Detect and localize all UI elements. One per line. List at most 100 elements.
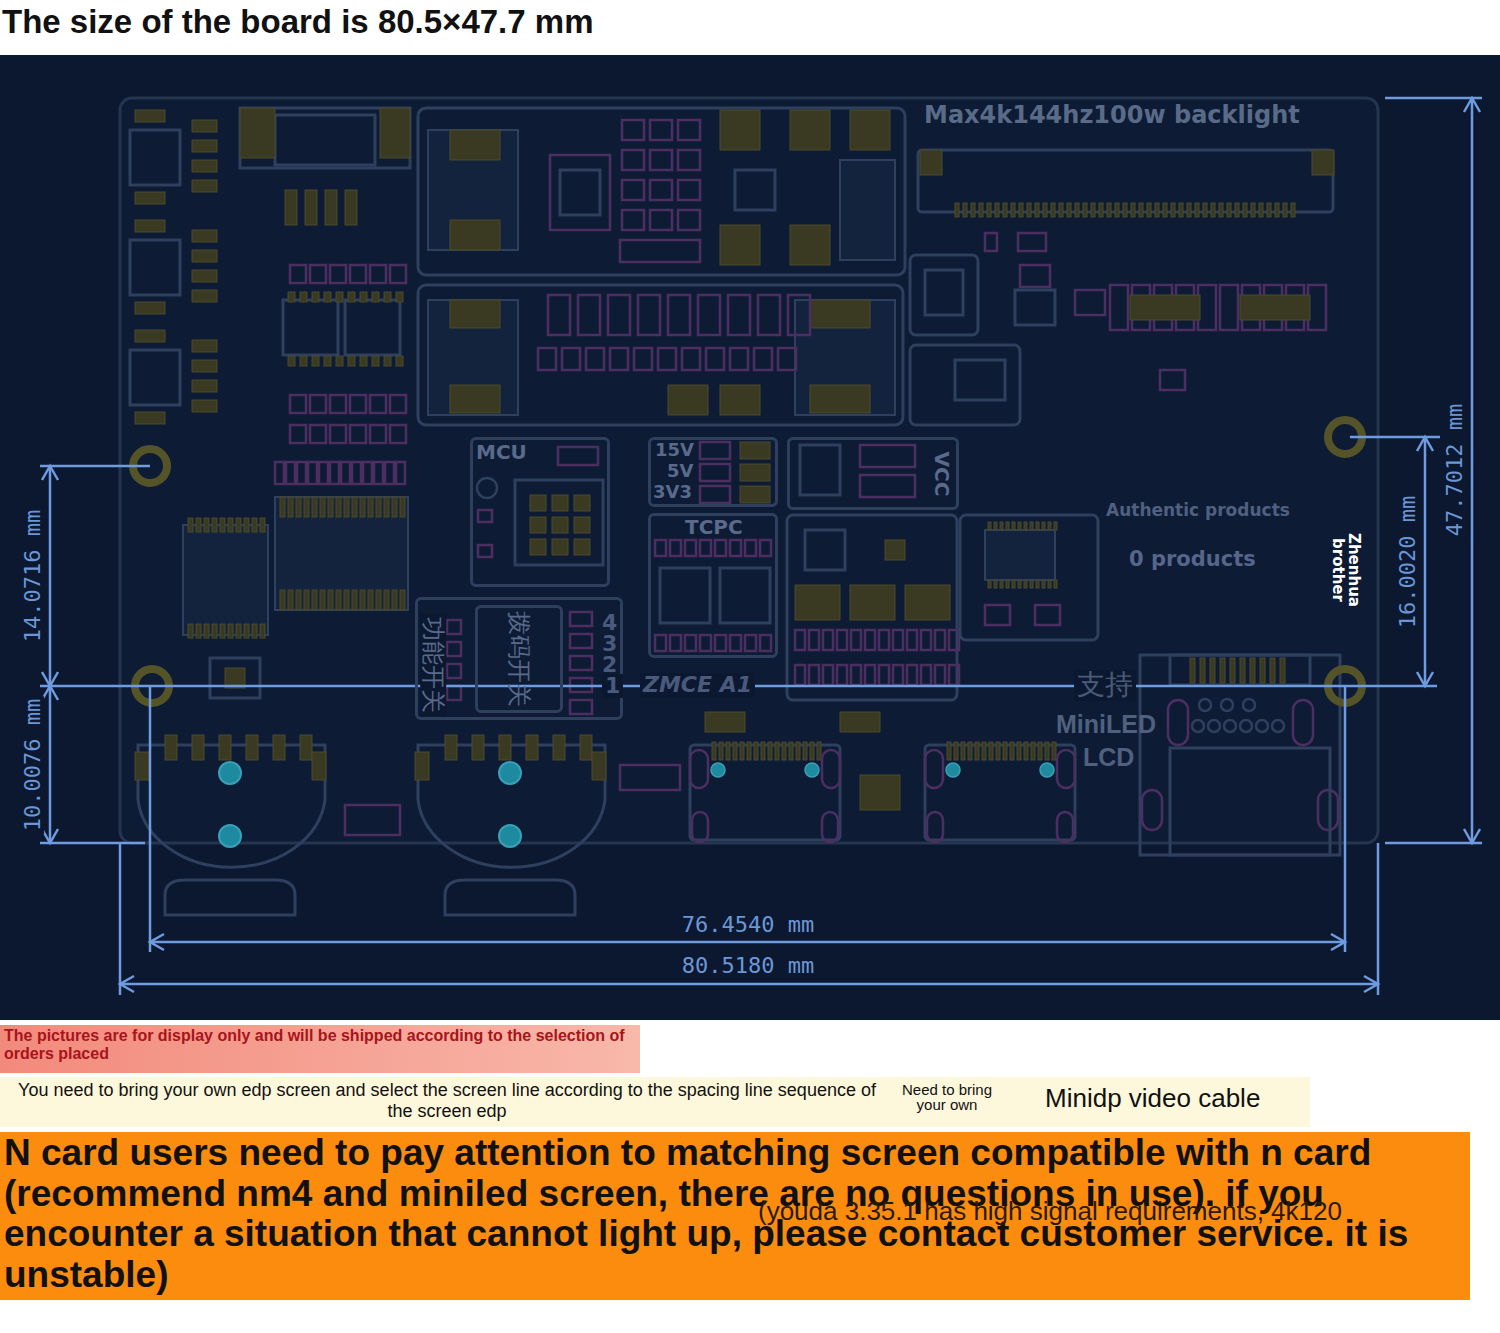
dimension-label: 80.5180 mm	[679, 955, 817, 977]
copper-pad	[1036, 522, 1039, 530]
component-pad	[925, 750, 943, 788]
copper-pad	[552, 539, 568, 555]
copper-pad	[380, 108, 410, 158]
page-title: The size of the board is 80.5×47.7 mm	[2, 4, 593, 40]
copper-pad	[1038, 742, 1042, 760]
copper-pad	[840, 712, 880, 732]
copper-pad	[450, 385, 500, 413]
component-pad	[921, 665, 931, 685]
component-pad	[865, 665, 875, 685]
component-body	[183, 525, 268, 635]
copper-pad	[192, 250, 217, 262]
silkscreen-outline	[130, 130, 180, 185]
component-pad	[935, 665, 945, 685]
extension-line	[1385, 97, 1482, 100]
component-pad	[447, 686, 461, 700]
copper-pad	[400, 590, 405, 610]
copper-pad	[312, 590, 317, 610]
copper-pad	[1012, 580, 1015, 588]
rail-label: 3V3	[653, 482, 692, 502]
copper-pad	[905, 585, 950, 620]
copper-pad	[244, 624, 249, 638]
copper-pad	[396, 292, 403, 302]
copper-pad	[240, 108, 275, 158]
silkscreen-outline	[210, 658, 260, 698]
component-pad	[715, 635, 726, 651]
component-pad	[290, 425, 306, 443]
copper-pad	[1200, 658, 1205, 683]
component-pad	[447, 664, 461, 678]
component-pad	[310, 395, 326, 413]
copper-pad	[850, 585, 895, 620]
copper-pad	[705, 712, 745, 732]
copper-pad	[1036, 580, 1039, 588]
copper-pad	[790, 225, 830, 265]
copper-pad	[192, 120, 217, 132]
connector-outline	[138, 745, 325, 867]
component-pad	[730, 348, 748, 370]
copper-pad	[300, 292, 307, 302]
component-pad	[308, 462, 317, 484]
copper-pad	[192, 360, 217, 372]
extension-line	[149, 686, 152, 952]
connector-foot	[165, 880, 295, 915]
copper-pad	[720, 385, 760, 415]
copper-pad	[325, 190, 337, 225]
copper-pad	[1024, 742, 1028, 760]
component-pad	[1075, 290, 1105, 315]
copper-pad	[1195, 203, 1199, 217]
copper-pad	[219, 735, 231, 760]
copper-pad	[789, 742, 793, 760]
silkscreen-outline	[910, 255, 978, 335]
copper-pad	[188, 518, 193, 532]
component-pad	[715, 540, 726, 556]
through-hole	[1040, 763, 1054, 777]
copper-pad	[979, 203, 983, 217]
component-pad	[700, 442, 730, 459]
component-pad	[352, 462, 361, 484]
copper-pad	[192, 735, 204, 760]
component-pad	[1308, 285, 1326, 330]
component-pad	[558, 447, 598, 465]
silkscreen-text: 支持	[1074, 670, 1136, 701]
copper-pad	[244, 518, 249, 532]
copper-pad	[1000, 522, 1003, 530]
component-pad	[634, 348, 652, 370]
note-text: Need to bring your own	[888, 1082, 1006, 1112]
copper-pad	[1259, 203, 1263, 217]
copper-pad	[526, 735, 538, 760]
component-pad	[310, 265, 326, 283]
component-pad	[350, 265, 366, 283]
rail-label: 5V	[667, 461, 693, 481]
copper-pad	[1024, 580, 1027, 588]
copper-pad	[300, 735, 312, 760]
copper-pad	[1012, 522, 1015, 530]
copper-pad	[1054, 580, 1057, 588]
component-pad	[478, 510, 492, 522]
silkscreen-outline	[805, 530, 845, 570]
copper-pad	[1059, 203, 1063, 217]
copper-pad	[1018, 522, 1021, 530]
dip-switch: 拨码开关	[475, 605, 563, 713]
component-pad	[949, 665, 959, 685]
copper-pad	[530, 495, 546, 511]
copper-pad	[860, 775, 900, 810]
copper-pad	[530, 539, 546, 555]
component-pad	[837, 665, 847, 685]
copper-pad	[668, 385, 708, 415]
copper-pad	[963, 203, 967, 217]
copper-pad	[1240, 658, 1245, 683]
vcc-block: VCC	[787, 437, 959, 510]
copper-pad	[803, 742, 807, 760]
copper-pad	[352, 497, 357, 517]
copper-pad	[472, 735, 484, 760]
component-pad	[620, 765, 680, 790]
silkscreen-text: LCD	[1083, 744, 1134, 772]
component-pad	[447, 620, 461, 634]
dimension-label: 14.0716 mm	[22, 507, 44, 645]
pin-ring	[1243, 699, 1255, 711]
copper-pad	[1211, 203, 1215, 217]
copper-pad	[1219, 203, 1223, 217]
note-banner: The pictures are for display only and wi…	[0, 1025, 640, 1073]
copper-pad	[236, 518, 241, 532]
